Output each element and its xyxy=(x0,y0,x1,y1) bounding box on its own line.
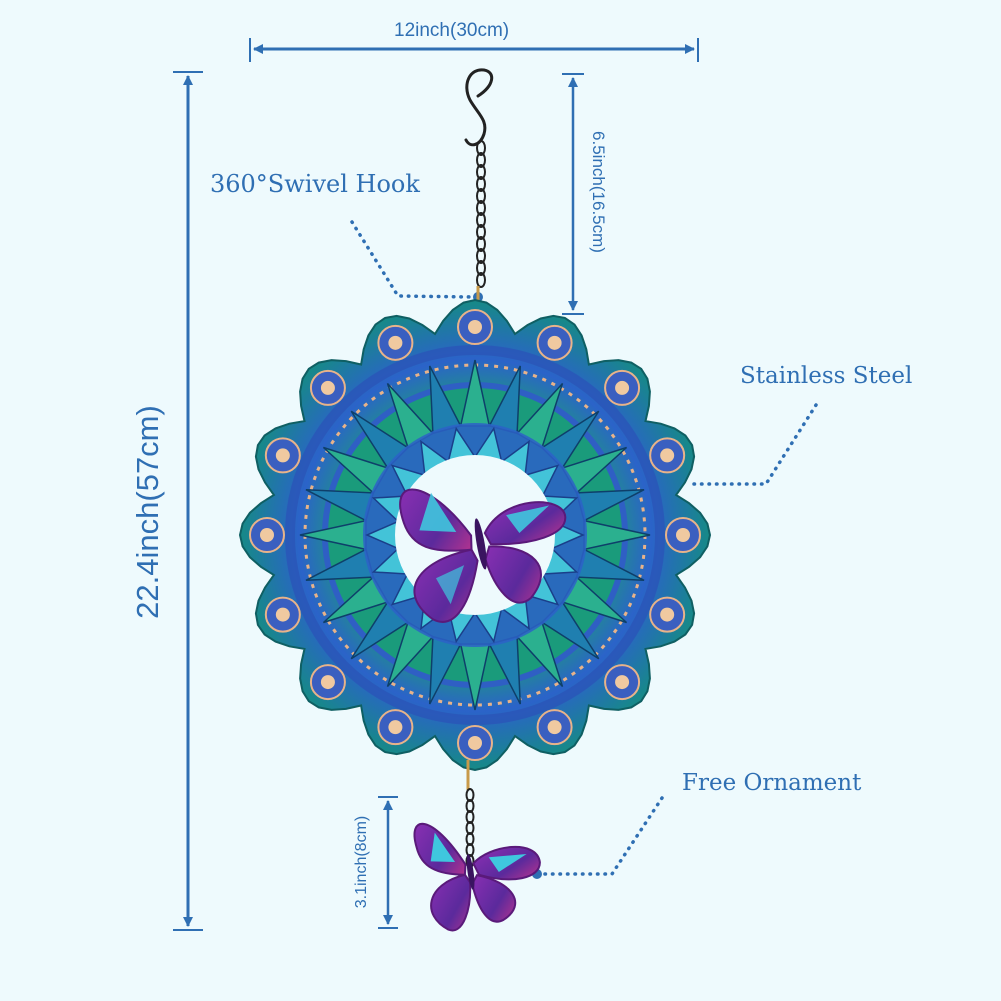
ornament-height-label: 3.1inch(8cm) xyxy=(353,815,370,909)
mandala-spinner xyxy=(238,298,712,772)
hook-leader-line xyxy=(350,220,476,299)
total-height-dimension-line xyxy=(173,71,203,931)
ornament-height-dimension-line xyxy=(378,796,398,929)
butterfly-ornament xyxy=(413,822,541,932)
material-leader-line xyxy=(692,403,818,486)
hanging-chain xyxy=(476,140,486,288)
hook-callout: 360°Swivel Hook xyxy=(210,170,420,198)
ornament-leader-line xyxy=(538,796,664,876)
material-callout: Stainless Steel xyxy=(740,363,913,389)
hook-length-dimension-line xyxy=(562,73,584,315)
butterfly-center xyxy=(399,488,567,623)
ornament-callout: Free Ornament xyxy=(682,770,862,796)
hook-length-label: 6.5inch(16.5cm) xyxy=(589,131,608,253)
total-height-label: 22.4inch(57cm) xyxy=(130,405,165,619)
swivel-hook xyxy=(464,68,494,147)
width-dimension-line xyxy=(249,38,699,62)
width-label: 12inch(30cm) xyxy=(394,20,510,41)
